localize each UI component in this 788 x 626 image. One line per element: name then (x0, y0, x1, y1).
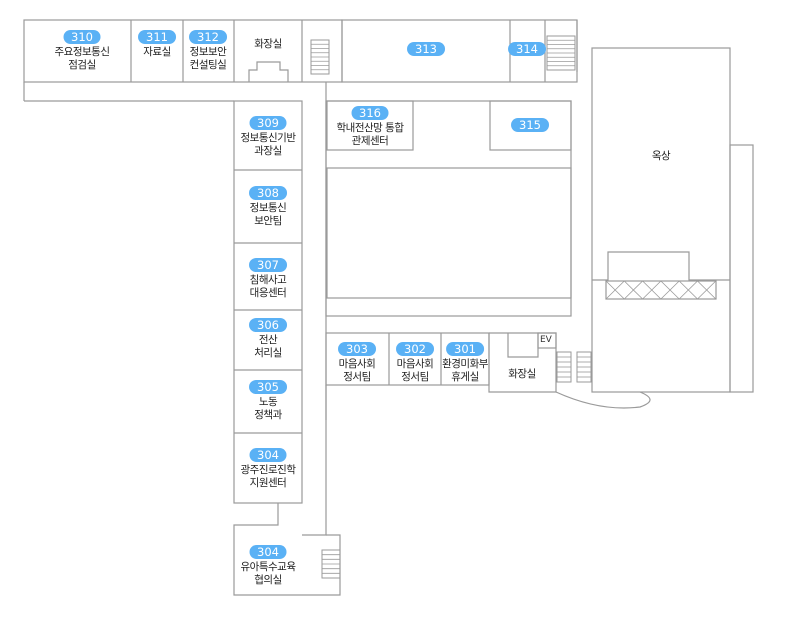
room-number-badge: 314 (508, 42, 546, 56)
room-number-badge: 310 (63, 30, 101, 44)
room-name: 마음사회 정서팀 (338, 358, 376, 383)
room-name: 정보통신기반 과장실 (240, 132, 296, 157)
room-area-19[interactable]: 옥상 (651, 150, 671, 163)
room-number-badge: 306 (249, 318, 287, 332)
room-number-badge: 313 (407, 42, 445, 56)
room-310[interactable]: 310 주요정보통신 점검실 (55, 30, 110, 72)
room-name: 화장실 (254, 38, 282, 50)
room-name: 전산 처리실 (254, 334, 282, 359)
room-number-badge: 316 (351, 106, 389, 120)
room-name: 정보통신 보안팀 (249, 202, 287, 227)
room-308[interactable]: 308 정보통신 보안팀 (249, 186, 287, 228)
elevator-label: EV (540, 335, 552, 345)
room-303[interactable]: 303 마음사회 정서팀 (338, 342, 376, 384)
room-312[interactable]: 312 정보보안 컨설팅실 (189, 30, 227, 72)
skylight-cross (678, 280, 698, 300)
room-314[interactable]: 314 (508, 42, 546, 58)
room-number-badge: 304 (249, 545, 287, 559)
room-name: 마음사회 정서팀 (396, 358, 434, 383)
room-name: 화장실 (508, 368, 536, 380)
skylight-cross (642, 280, 662, 300)
room-313[interactable]: 313 (407, 42, 445, 58)
room-name: 침해사고 대응센터 (249, 274, 287, 299)
room-315[interactable]: 315 (511, 118, 549, 134)
room-309[interactable]: 309 정보통신기반 과장실 (241, 116, 296, 158)
room-name: 정보보안 컨설팅실 (189, 46, 227, 71)
room-306[interactable]: 306 전산 처리실 (249, 318, 287, 360)
room-number-badge: 302 (396, 342, 434, 356)
room-name: 광주진로진학 지원센터 (240, 464, 296, 489)
room-name: 노동 정책과 (254, 396, 282, 421)
room-304[interactable]: 304 유아특수교육 협의실 (241, 545, 296, 587)
room-number-badge: 311 (138, 30, 176, 44)
room-name: 옥상 (651, 150, 671, 162)
room-311[interactable]: 311 자료실 (138, 30, 176, 59)
room-name: 환경미화부 휴게실 (442, 358, 488, 383)
room-number-badge: 301 (446, 342, 484, 356)
room-304[interactable]: 304 광주진로진학 지원센터 (241, 448, 296, 490)
room-number-badge: 303 (338, 342, 376, 356)
room-number-badge: 308 (249, 186, 287, 200)
skylight-cross (660, 280, 680, 300)
room-number-badge: 307 (249, 258, 287, 272)
skylight-cross (605, 280, 625, 300)
room-316[interactable]: 316 학내전산망 통합 관제센터 (337, 106, 404, 148)
room-number-badge: 304 (249, 448, 287, 462)
room-number-badge: 305 (249, 380, 287, 394)
room-number-badge: 315 (511, 118, 549, 132)
room-name: 학내전산망 통합 관제센터 (336, 122, 404, 147)
room-area-18[interactable]: 화장실 (508, 368, 536, 381)
skylight-cross (697, 280, 717, 300)
room-name: 유아특수교육 협의실 (240, 561, 296, 586)
room-number-badge: 312 (189, 30, 227, 44)
room-305[interactable]: 305 노동 정책과 (249, 380, 287, 422)
room-name: 자료실 (143, 46, 171, 58)
room-302[interactable]: 302 마음사회 정서팀 (396, 342, 434, 384)
room-307[interactable]: 307 침해사고 대응센터 (249, 258, 287, 300)
room-area-3[interactable]: 화장실 (254, 38, 282, 51)
skylight-cross (624, 280, 643, 300)
room-number-badge: 309 (249, 116, 287, 130)
room-name: 주요정보통신 점검실 (54, 46, 110, 71)
room-301[interactable]: 301 환경미화부 휴게실 (442, 342, 488, 384)
